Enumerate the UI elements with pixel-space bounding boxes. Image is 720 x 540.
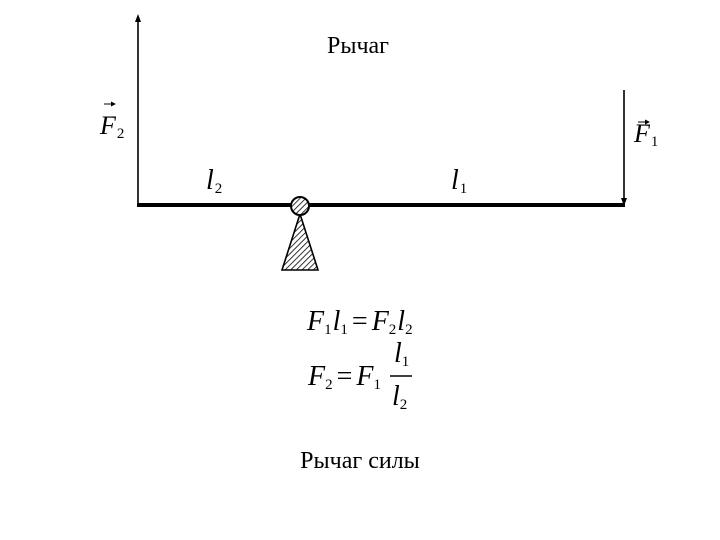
label-arm-right: l1 <box>451 165 467 197</box>
diagram-caption: Рычаг силы <box>0 448 720 475</box>
diagram-title: Рычаг <box>0 33 720 60</box>
fraction-numerator: l1 <box>394 338 409 370</box>
title-text: Рычаг <box>326 33 390 59</box>
label-arm-left: l2 <box>206 165 222 197</box>
force-right-arrowhead <box>621 198 627 206</box>
label-force-right: F1 <box>633 119 658 150</box>
force-left-arrowhead <box>135 14 141 22</box>
formula-equilibrium: F1l1=F2l2 <box>306 306 413 338</box>
label-force-left: F2 <box>99 111 124 142</box>
fraction-denominator: l2 <box>392 381 407 413</box>
caption-text: Рычаг силы <box>300 448 420 474</box>
formula-force-ratio: F2=F1 <box>307 361 381 393</box>
vector-head-f2 <box>111 101 116 107</box>
pivot-circle <box>290 196 310 216</box>
vector-head-f1 <box>645 119 650 125</box>
fulcrum-support <box>280 211 320 271</box>
